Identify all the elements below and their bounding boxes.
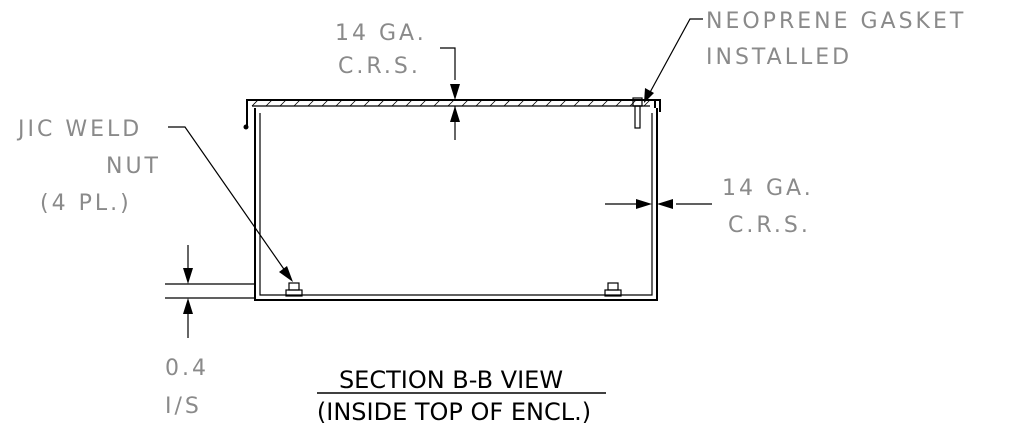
section-subtitle: (INSIDE TOP OF ENCL.) [317,398,591,426]
gasket-leader [644,18,703,103]
lid-hatch-stroke [363,99,371,107]
lid-outer [246,99,656,108]
lid-hatch-stroke [517,99,525,107]
lid-hatch-stroke [405,99,413,107]
enclosure-section [243,97,661,301]
top-gauge-label-1: 14 GA. [335,21,427,46]
weld-nut-right [604,282,622,297]
lid-hatch-stroke [433,99,441,107]
gasket-label-1: NEOPRENE GASKET [706,9,966,34]
lid-hatch-stroke [251,99,259,107]
lid-hatch-stroke [643,99,651,107]
lid-hatch-stroke [559,99,567,107]
lid-hatch-stroke [335,99,343,107]
weld-nut-leader [168,126,293,282]
lid-hatch-stroke [531,99,539,107]
lid-hatch-stroke [489,99,497,107]
lid-hatch-stroke [349,99,357,107]
weld-label-3: (4 PL.) [40,191,132,216]
hinge-pin [243,124,249,130]
weld-label-2: NUT [106,154,161,179]
gasket-leader-arrow [644,88,654,103]
top-gauge-dimension [440,47,460,140]
gasket-label-2: INSTALLED [706,45,852,70]
lid-hatch [251,99,651,107]
lid-hatch-stroke [601,99,609,107]
enclosure-outer-wall [254,108,658,301]
side-gauge-dimension [605,199,712,209]
lid-hatch-stroke [503,99,511,107]
side-gauge-arrow-left [657,199,673,209]
lid-hatch-stroke [475,99,483,107]
lid-hatch-stroke [419,99,427,107]
top-gauge-leader [440,47,456,80]
top-gauge-arrow-up [450,106,460,122]
is-value-label: 0.4 [165,356,209,381]
gasket-leader-line [647,18,703,97]
right-flange [650,99,661,112]
weld-label-1: JIC WELD [16,117,142,142]
lid-hatch-stroke [545,99,553,107]
is-arrow-up [183,298,193,314]
lid-hatch-stroke [587,99,595,107]
is-arrow-down [183,268,193,284]
lid-hatch-stroke [279,99,287,107]
lid-hatch-stroke [307,99,315,107]
section-title: SECTION B-B VIEW [339,366,563,394]
enclosure-inner-wall [259,113,653,296]
lid-hatch-stroke [615,99,623,107]
weld-nut-leader-arrow [279,266,293,282]
lid-hatch-stroke [391,99,399,107]
weld-nut-leader-line [168,126,289,276]
weld-nut-left [285,282,303,297]
top-gauge-label-2: C.R.S. [338,54,421,79]
side-gauge-arrow-right [636,199,652,209]
clamp-stud [634,105,641,129]
side-gauge-label-2: C.R.S. [728,213,811,238]
side-gauge-label-1: 14 GA. [722,176,814,201]
lid-hatch-stroke [377,99,385,107]
lid-hatch-stroke [265,99,273,107]
lid-hatch-stroke [573,99,581,107]
is-unit-label: I/S [165,394,202,419]
lid-hatch-stroke [321,99,329,107]
lid-hatch-stroke [461,99,469,107]
lid-hatch-stroke [447,99,455,107]
inside-spacing-dimension [165,245,255,338]
top-gauge-arrow-down [450,84,460,100]
lid-hatch-stroke [293,99,301,107]
